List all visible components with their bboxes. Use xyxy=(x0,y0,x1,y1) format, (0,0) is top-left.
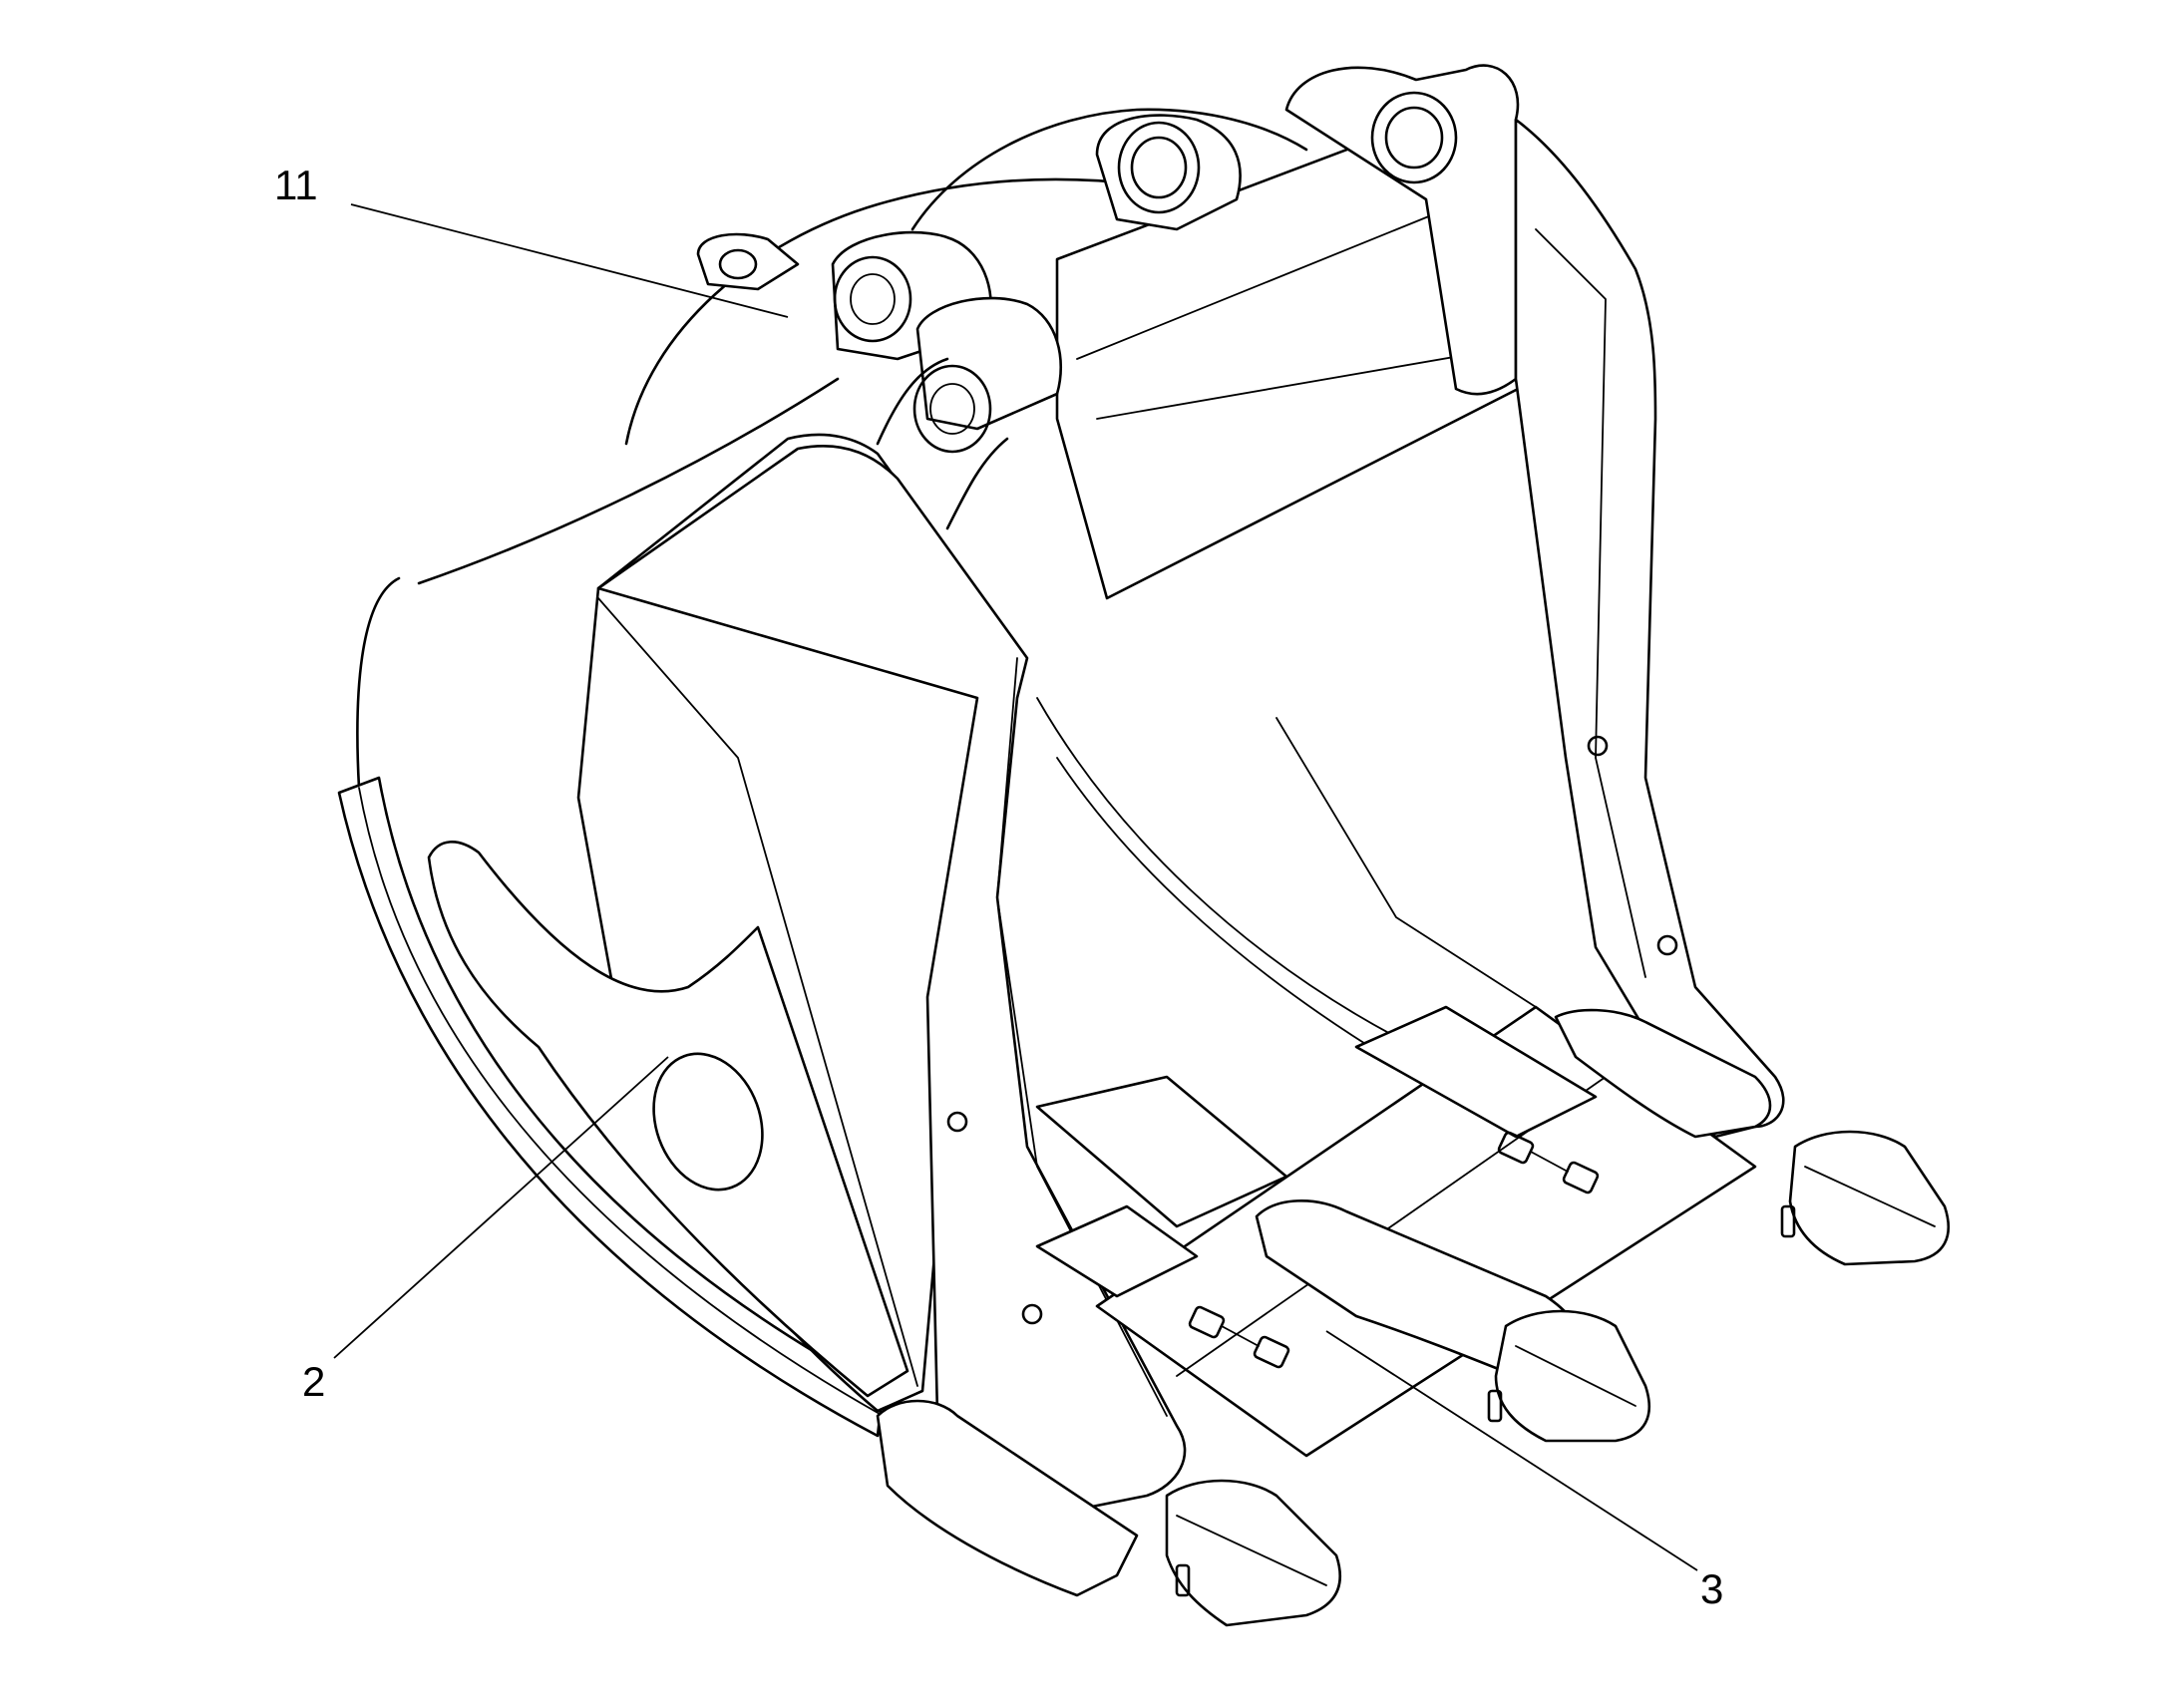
callout-label-2: 2 xyxy=(302,1358,325,1405)
bucket-rear-structure xyxy=(624,64,1637,600)
callout-label-11: 11 xyxy=(274,162,318,208)
callout-label-3: 3 xyxy=(1700,1565,1723,1612)
callout-3: 3 xyxy=(1325,1330,1723,1612)
callout-11: 11 xyxy=(274,162,789,318)
tooth-right xyxy=(1554,1008,1950,1266)
leader-line-11 xyxy=(350,203,789,318)
tooth-middle xyxy=(1255,1199,1650,1443)
leader-line-2 xyxy=(333,1056,669,1359)
leader-line-3 xyxy=(1325,1330,1698,1571)
tooth-clip-right xyxy=(1497,1131,1600,1195)
front-right-arm xyxy=(1514,118,1785,1139)
tooth-clip-left xyxy=(1188,1305,1290,1369)
bucket-floor xyxy=(1035,697,1757,1458)
callout-2: 2 xyxy=(302,1056,669,1405)
pin-boss-assembly xyxy=(831,230,1063,530)
tooth-left xyxy=(876,1399,1341,1627)
